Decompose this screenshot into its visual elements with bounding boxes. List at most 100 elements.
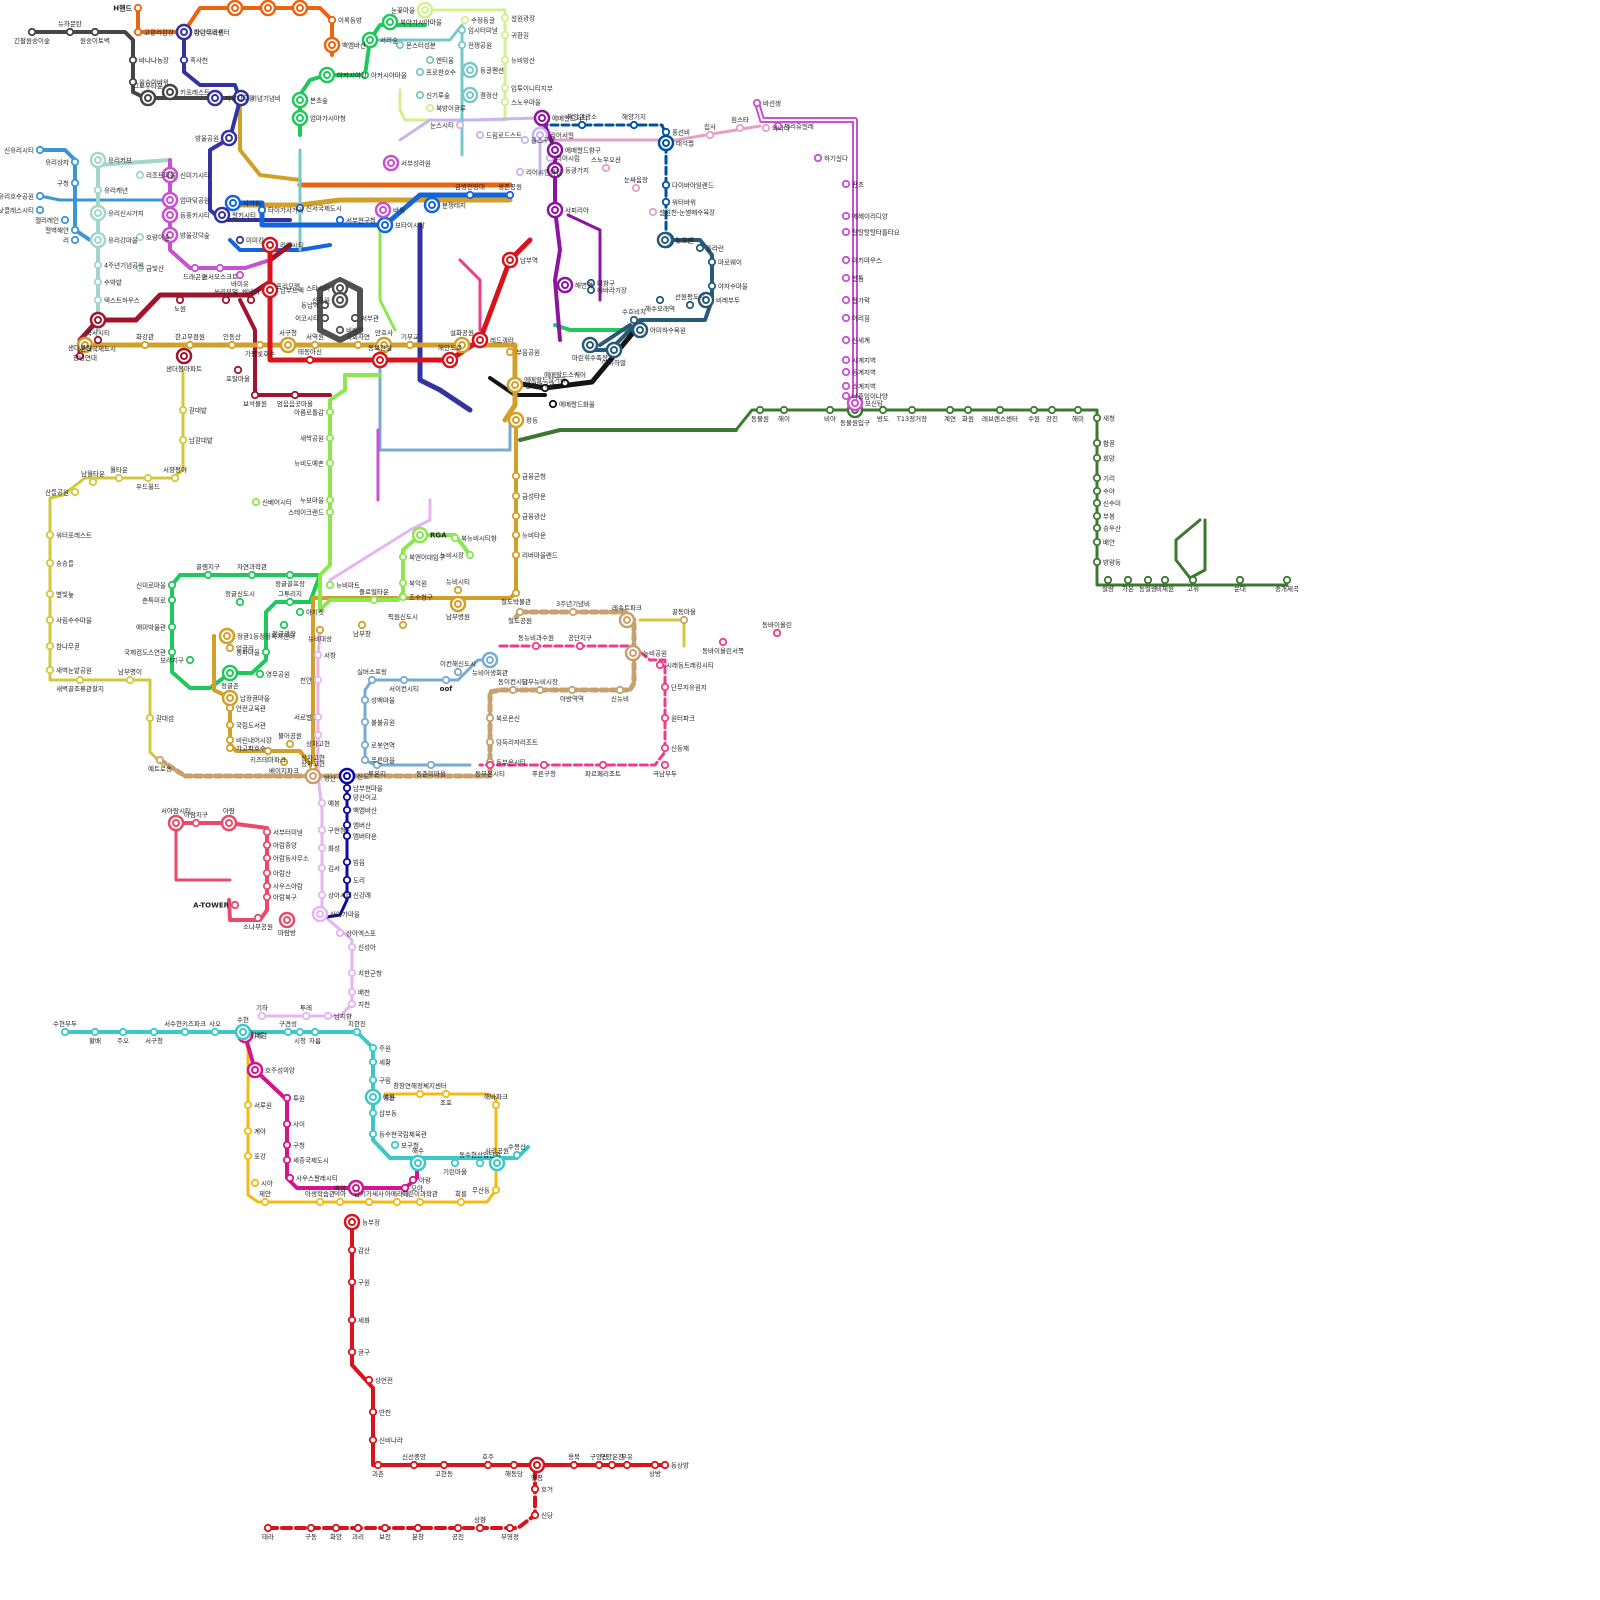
station-marker[interactable] (697, 245, 703, 251)
station-marker[interactable] (337, 1199, 343, 1205)
station-marker[interactable] (327, 509, 333, 515)
station-marker[interactable] (467, 552, 473, 558)
station-marker[interactable] (264, 894, 270, 900)
station-marker[interactable] (662, 715, 668, 721)
station-marker[interactable] (757, 407, 763, 413)
station-marker[interactable] (1031, 407, 1037, 413)
station-marker[interactable] (533, 643, 539, 649)
station-marker[interactable] (662, 1462, 668, 1468)
station-marker[interactable] (362, 697, 368, 703)
station-marker[interactable] (287, 572, 293, 578)
station-marker[interactable] (37, 193, 43, 199)
station-marker[interactable] (284, 1142, 290, 1148)
station-marker[interactable] (257, 671, 263, 677)
station-marker[interactable] (344, 877, 350, 883)
station-marker[interactable] (349, 970, 355, 976)
station-marker[interactable] (284, 1157, 290, 1163)
station-marker[interactable] (459, 27, 465, 33)
station-marker[interactable] (349, 1279, 355, 1285)
station-marker[interactable] (459, 42, 465, 48)
station-marker[interactable] (415, 1525, 421, 1531)
station-marker[interactable] (205, 572, 211, 578)
station-marker[interactable] (237, 599, 243, 605)
station-marker[interactable] (169, 649, 175, 655)
station-marker[interactable] (1162, 577, 1168, 583)
station-marker[interactable] (1094, 440, 1100, 446)
station-marker[interactable] (1094, 539, 1100, 545)
station-marker[interactable] (1105, 577, 1111, 583)
station-marker[interactable] (169, 624, 175, 630)
station-marker[interactable] (1145, 577, 1151, 583)
station-marker[interactable] (264, 870, 270, 876)
station-marker[interactable] (507, 349, 513, 355)
station-marker[interactable] (182, 1029, 188, 1035)
station-marker[interactable] (315, 732, 321, 738)
station-marker[interactable] (550, 401, 556, 407)
station-marker[interactable] (249, 572, 255, 578)
station-marker[interactable] (29, 29, 35, 35)
station-marker[interactable] (67, 29, 73, 35)
station-marker[interactable] (317, 1199, 323, 1205)
station-marker[interactable] (513, 552, 519, 558)
station-marker[interactable] (1094, 488, 1100, 494)
station-marker[interactable] (319, 845, 325, 851)
station-marker[interactable] (603, 165, 609, 171)
station-marker[interactable] (229, 342, 235, 348)
station-marker[interactable] (370, 1110, 376, 1116)
station-marker[interactable] (212, 1029, 218, 1035)
station-marker[interactable] (337, 930, 343, 936)
station-marker[interactable] (1094, 455, 1100, 461)
station-marker[interactable] (235, 367, 241, 373)
station-marker[interactable] (1094, 500, 1100, 506)
station-marker[interactable] (513, 473, 519, 479)
station-marker[interactable] (369, 677, 375, 683)
station-marker[interactable] (487, 739, 493, 745)
station-marker[interactable] (843, 383, 849, 389)
station-marker[interactable] (401, 677, 407, 683)
station-marker[interactable] (142, 342, 148, 348)
station-marker[interactable] (92, 29, 98, 35)
station-marker[interactable] (947, 407, 953, 413)
station-marker[interactable] (493, 1187, 499, 1193)
station-marker[interactable] (477, 1160, 483, 1166)
station-marker[interactable] (366, 1199, 372, 1205)
station-marker[interactable] (315, 714, 321, 720)
station-marker[interactable] (571, 1462, 577, 1468)
station-marker[interactable] (287, 741, 293, 747)
station-marker[interactable] (663, 129, 669, 135)
station-marker[interactable] (774, 630, 780, 636)
station-marker[interactable] (502, 85, 508, 91)
station-marker[interactable] (187, 342, 193, 348)
station-marker[interactable] (245, 1153, 251, 1159)
station-marker[interactable] (514, 1152, 520, 1158)
station-marker[interactable] (687, 302, 693, 308)
station-marker[interactable] (843, 337, 849, 343)
station-marker[interactable] (532, 1486, 538, 1492)
station-marker[interactable] (307, 357, 313, 363)
station-marker[interactable] (145, 475, 151, 481)
station-marker[interactable] (541, 762, 547, 768)
station-marker[interactable] (909, 407, 915, 413)
station-marker[interactable] (400, 594, 406, 600)
station-marker[interactable] (709, 259, 715, 265)
station-marker[interactable] (843, 229, 849, 235)
station-marker[interactable] (452, 1160, 458, 1166)
station-marker[interactable] (427, 105, 433, 111)
station-marker[interactable] (1094, 559, 1100, 565)
station-marker[interactable] (513, 493, 519, 499)
station-marker[interactable] (657, 662, 663, 668)
station-marker[interactable] (327, 582, 333, 588)
station-marker[interactable] (62, 217, 68, 223)
station-marker[interactable] (187, 657, 193, 663)
station-marker[interactable] (47, 667, 53, 673)
station-marker[interactable] (709, 283, 715, 289)
station-marker[interactable] (327, 497, 333, 503)
station-marker[interactable] (493, 1102, 499, 1108)
station-marker[interactable] (90, 479, 96, 485)
station-marker[interactable] (570, 609, 576, 615)
station-marker[interactable] (600, 762, 606, 768)
station-marker[interactable] (880, 407, 886, 413)
station-marker[interactable] (507, 1525, 513, 1531)
station-marker[interactable] (62, 1029, 68, 1035)
station-marker[interactable] (631, 317, 637, 323)
